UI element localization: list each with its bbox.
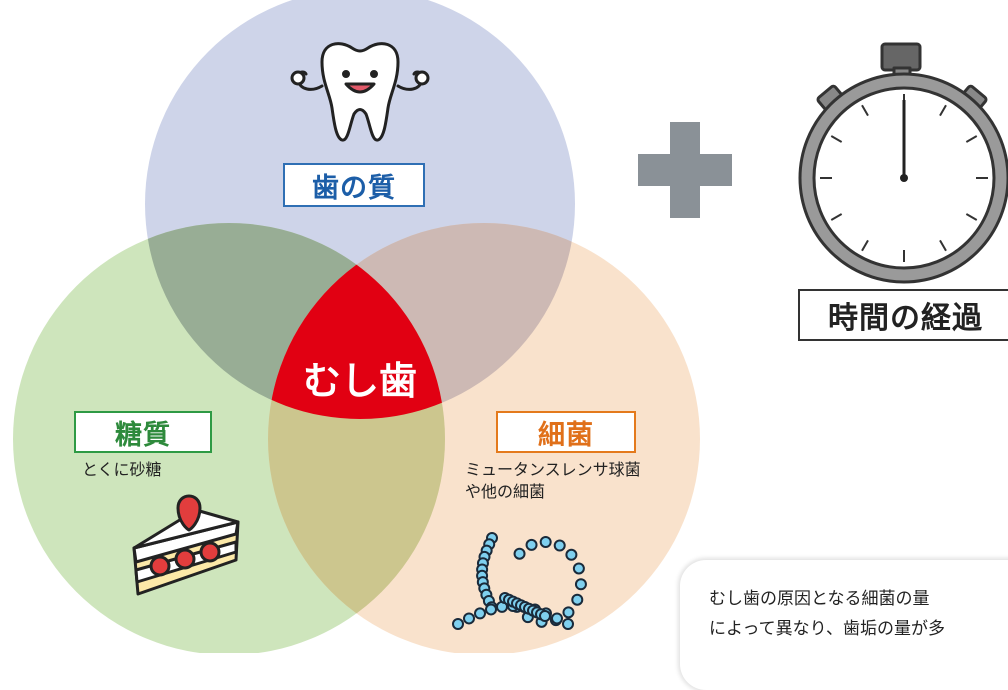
stopwatch-hand: [900, 100, 908, 182]
bacteria-cell: [574, 578, 587, 591]
stopwatch-tick: [830, 135, 843, 143]
bacteria-cell: [539, 536, 552, 549]
bacteria-label: 細菌: [496, 411, 636, 453]
stopwatch-tick: [830, 213, 843, 221]
cake-icon: [132, 494, 240, 596]
sugar-note: とくに砂糖: [82, 460, 162, 479]
bacteria-cell: [553, 539, 566, 552]
center-label: むし歯: [302, 359, 417, 403]
bacteria-cell: [562, 618, 574, 630]
bacteria-cell: [452, 618, 464, 630]
bacteria-cell: [463, 612, 475, 625]
stopwatch-tick: [861, 104, 869, 117]
stopwatch-tick: [939, 104, 947, 117]
bacteria-cell: [539, 610, 551, 622]
stopwatch-tick: [965, 135, 978, 143]
bacteria-chain-icon: [452, 532, 587, 630]
venn-diagram: [13, 0, 700, 653]
bacteria-cell: [513, 547, 526, 560]
sugar-label: 糖質: [74, 411, 212, 453]
stopwatch-tick: [939, 239, 947, 252]
speech-bubble-text: むし歯の原因となる細菌の量 によって異なり、歯垢の量が多: [709, 584, 945, 644]
bacteria-cell: [571, 593, 584, 606]
bacteria-cell: [485, 603, 497, 616]
bacteria-cell: [572, 562, 585, 575]
tooth-character-icon: [290, 42, 430, 142]
bacteria-cell: [474, 607, 486, 620]
tooth-quality-label: 歯の質: [283, 163, 425, 207]
stopwatch-tick: [965, 213, 978, 221]
bacteria-cell: [562, 606, 575, 619]
speech-line-2: によって異なり、歯垢の量が多: [709, 619, 945, 639]
bacteria-note-line2: や他の細菌: [465, 482, 546, 501]
stopwatch-tick: [861, 239, 869, 252]
speech-line-1: むし歯の原因となる細菌の量: [709, 589, 930, 609]
stopwatch-ticks: [820, 94, 988, 262]
time-elapsed-label: 時間の経過: [798, 289, 1008, 341]
bacteria-cell: [525, 538, 538, 551]
diagram-canvas: [13, 0, 1008, 653]
plus-icon: [638, 122, 732, 218]
center-overlap: [268, 223, 445, 419]
bacteria-note-line1: ミュータンスレンサ球菌: [465, 460, 641, 479]
bacteria-cell: [551, 612, 563, 625]
bacteria-cell: [565, 548, 578, 561]
bacteria-note: ミュータンスレンサ球菌 や他の細菌: [465, 459, 641, 503]
